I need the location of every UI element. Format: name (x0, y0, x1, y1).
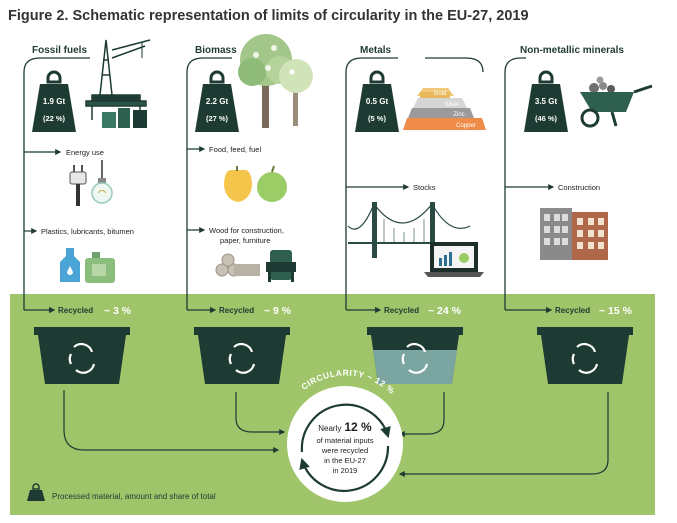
wheelbarrow-icon (580, 76, 653, 128)
weight-icon-metals (355, 70, 399, 132)
bin-minerals (537, 327, 633, 384)
laptop-icon (424, 242, 484, 277)
recycled-value-biomass: ~ 9 % (264, 305, 292, 317)
legend-weight-icon (27, 483, 45, 501)
recycled-value-fossil: ~ 3 % (104, 305, 132, 317)
flow-minerals (398, 392, 609, 477)
bin-metals (367, 327, 463, 384)
weight-icon-minerals (524, 70, 568, 132)
ingot-silver-label: Silver (444, 102, 459, 108)
header-non-metallic-minerals: Non-metallic minerals (520, 45, 624, 56)
share-metals: (5 %) (368, 114, 386, 123)
header-metals: Metals (360, 45, 392, 56)
amount-fossil: 1.9 Gt (43, 97, 66, 106)
figure-title: Figure 2. Schematic representation of li… (8, 8, 529, 24)
flow-metals (398, 392, 445, 437)
amount-minerals: 3.5 Gt (535, 97, 558, 106)
recycle-icon-biomass (228, 343, 256, 374)
buildings-icon (540, 208, 608, 260)
amount-biomass: 2.2 Gt (206, 97, 229, 106)
column-frames (23, 57, 526, 310)
use-wood-line1: Wood for construction, (209, 226, 284, 235)
logs-and-chair-icon (215, 250, 296, 282)
recycled-label-fossil: Recycled (58, 306, 93, 315)
tree-icon (238, 34, 313, 128)
recycled-label-minerals: Recycled (555, 306, 590, 315)
header-fossil-fuels: Fossil fuels (32, 45, 87, 56)
fruit-icon (224, 165, 287, 202)
bin-biomass (194, 327, 290, 384)
use-construction: Construction (558, 183, 600, 192)
share-minerals: (46 %) (535, 114, 558, 123)
recycle-icon-metals (401, 343, 429, 374)
ingot-copper-label: Copper (456, 123, 476, 129)
flow-biomass (235, 392, 286, 435)
bin-fossil (34, 327, 130, 384)
legend-text: Processed material, amount and share of … (52, 492, 216, 501)
circle-line3: were recycled (321, 446, 368, 455)
recycled-label-metals: Recycled (384, 306, 419, 315)
ingot-gold-label: Gold (434, 91, 447, 97)
circle-line2: of material inputs (316, 436, 373, 445)
header-biomass: Biomass (195, 45, 237, 56)
use-wood-line2: paper, furniture (220, 236, 270, 245)
share-fossil: (22 %) (43, 114, 66, 123)
frame-minerals (504, 57, 526, 310)
circle-line5: in 2019 (333, 466, 358, 475)
metal-ingots-icon (403, 88, 486, 130)
use-energy-use: Energy use (66, 148, 104, 157)
recycled-value-minerals: ~ 15 % (599, 305, 633, 317)
lightbulb-icon (91, 160, 113, 204)
recycled-value-metals: ~ 24 % (428, 305, 462, 317)
use-food: Food, feed, fuel (209, 145, 261, 154)
weight-icon-fossil (32, 70, 76, 132)
oil-rig-icon (85, 39, 151, 128)
flow-fossil (63, 390, 280, 453)
use-plastics: Plastics, lubricants, bitumen (41, 227, 134, 236)
share-biomass: (27 %) (206, 114, 229, 123)
recycled-label-biomass: Recycled (219, 306, 254, 315)
circle-line4: in the EU-27 (324, 456, 366, 465)
frame-fossil (23, 57, 90, 310)
use-stocks: Stocks (413, 183, 436, 192)
ingot-zinc-label: Zinc (453, 112, 464, 118)
plug-icon (69, 165, 87, 206)
recycle-icon-fossil (68, 343, 96, 374)
amount-metals: 0.5 Gt (366, 97, 389, 106)
bottles-icon (60, 248, 115, 283)
weight-icon-biomass (195, 70, 239, 132)
frame-metals (345, 57, 484, 310)
recycle-icon-minerals (571, 343, 599, 374)
frame-biomass (186, 57, 232, 310)
